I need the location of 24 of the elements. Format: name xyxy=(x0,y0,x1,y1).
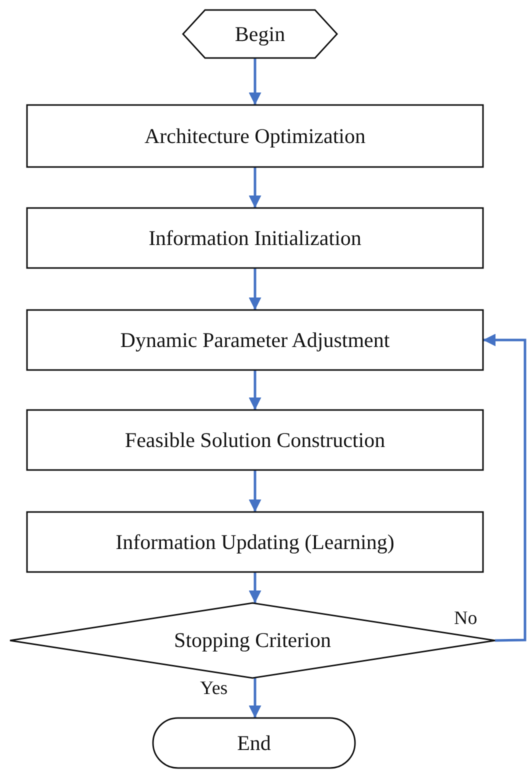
process-box xyxy=(27,208,483,268)
process-box xyxy=(27,410,483,470)
node-label: Stopping Criterion xyxy=(174,628,331,653)
process-box xyxy=(27,105,483,167)
arrow xyxy=(248,268,262,310)
arrow xyxy=(248,167,262,208)
arrow xyxy=(248,470,262,512)
node-label: Dynamic Parameter Adjustment xyxy=(120,328,390,352)
process-box xyxy=(27,310,483,370)
arrow xyxy=(483,334,526,642)
arrow xyxy=(248,678,262,718)
node-label: Architecture Optimization xyxy=(144,124,366,148)
arrow xyxy=(248,572,262,603)
start-hexagon xyxy=(183,10,337,58)
node-label: Information Initialization xyxy=(148,226,362,250)
arrow xyxy=(248,370,262,410)
node-label: Feasible Solution Construction xyxy=(124,428,386,452)
node-label: End xyxy=(237,730,271,756)
process-box xyxy=(27,512,483,572)
decision-diamond xyxy=(10,603,495,678)
node-label: Information Updating (Learning) xyxy=(116,530,394,554)
terminal-box xyxy=(153,718,355,768)
arrow xyxy=(248,58,262,105)
node-label: Begin xyxy=(234,22,286,46)
